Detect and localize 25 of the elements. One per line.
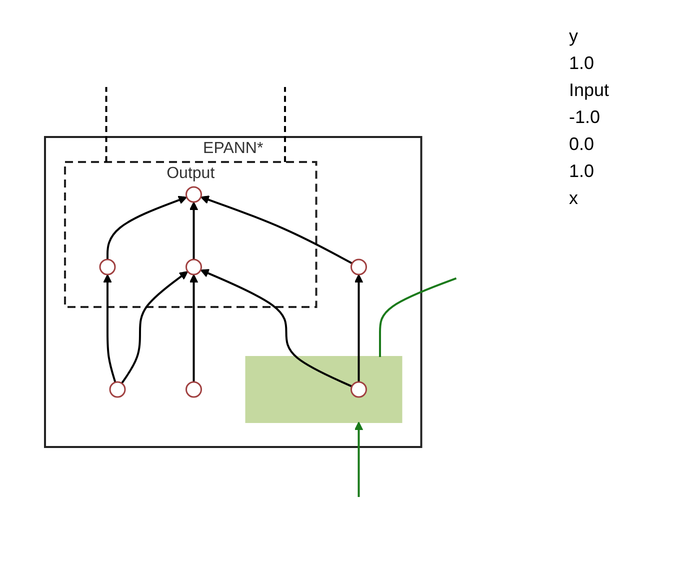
node-circle <box>185 380 202 398</box>
axis-label: 1.0 <box>569 53 596 74</box>
arrow <box>102 274 116 382</box>
arrow <box>120 270 188 384</box>
arrow <box>189 201 198 259</box>
node-circle <box>99 258 116 275</box>
arrow <box>106 195 187 259</box>
node-circle <box>185 186 202 202</box>
cluster: Output <box>64 160 318 308</box>
arrow <box>189 274 198 382</box>
node-circle <box>350 380 367 398</box>
arrow <box>354 421 364 496</box>
node-circle <box>350 258 367 275</box>
axis-label: 1.0 <box>569 161 596 182</box>
axis-label: y <box>569 26 579 47</box>
arrow <box>200 268 352 387</box>
axis-label: Input <box>569 80 610 101</box>
cluster <box>245 356 402 422</box>
arrow <box>200 195 352 264</box>
axis-label: -1.0 <box>569 107 602 128</box>
node-circle <box>185 258 202 275</box>
axis-label: 0.0 <box>569 134 596 155</box>
node-circle <box>109 380 126 398</box>
arrow <box>354 274 364 382</box>
axis-label: x <box>569 188 579 209</box>
